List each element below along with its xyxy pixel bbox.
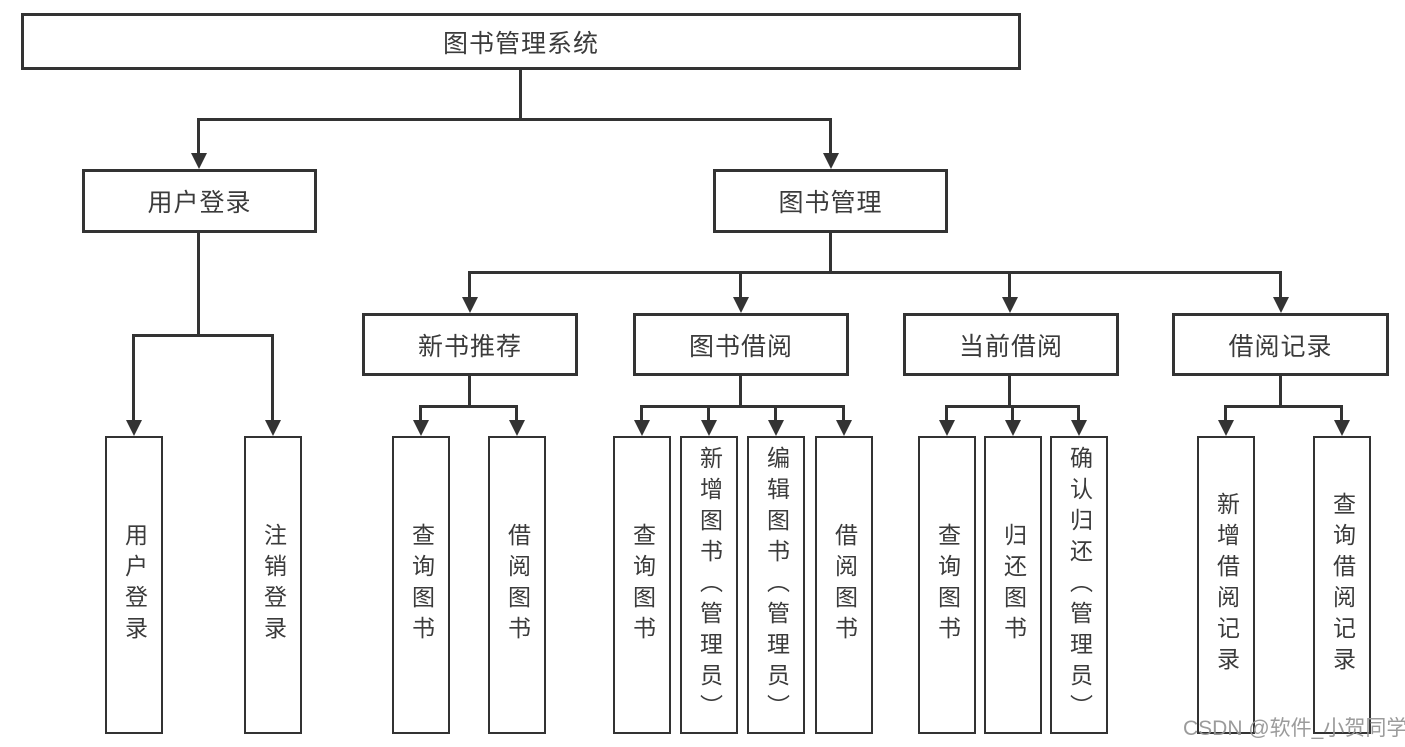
arrow-down-icon [1334,420,1350,436]
leaf-query-borrow-record: 查询借阅记录 [1313,436,1371,734]
node-label: 图书管理 [778,189,883,217]
arrow-down-icon [1273,297,1289,313]
connector-to-borrow-records [1279,271,1282,299]
leaf-label: 借阅图书 [831,523,858,647]
node-new-book-recommendation: 新书推荐 [362,313,578,376]
leaf-borrow-books-borrowing: 借阅图书 [815,436,873,734]
connector-stem [1340,405,1343,422]
connector-root-vertical [519,70,522,120]
connector-to-book-management [829,118,832,154]
watermark: CSDN @软件_小贺同学 [1183,717,1405,740]
connector-stem [1224,405,1227,422]
leaf-logout-login: 注销登录 [244,436,302,734]
node-label: 用户登录 [147,189,252,217]
leaf-label: 新增图书（管理员） [696,445,723,725]
connector-to-leaf-user-login [132,334,135,422]
node-borrowing-records: 借阅记录 [1172,313,1389,376]
leaf-label: 新增借阅记录 [1213,492,1240,678]
arrow-down-icon [768,420,784,436]
node-user-login: 用户登录 [82,169,317,233]
arrow-down-icon [733,297,749,313]
connector-to-leaf-logout [271,334,274,422]
connector-stem [842,405,845,422]
node-library-management-system: 图书管理系统 [21,13,1021,70]
arrow-down-icon [1002,297,1018,313]
connector-newbook-horizontal [419,405,518,408]
leaf-label: 查询图书 [408,523,435,647]
connector-stem [945,405,948,422]
connector-stem [419,405,422,422]
leaf-confirm-return-admin: 确认归还（管理员） [1050,436,1108,734]
arrow-down-icon [823,153,839,169]
connector-stem [515,405,518,422]
connector-book-mgmt-horizontal [468,271,1282,274]
connector-user-login-horizontal [132,334,274,337]
leaf-label: 用户登录 [121,523,148,647]
arrow-down-icon [265,420,281,436]
connector-root-horizontal [197,118,832,121]
leaf-label: 归还图书 [1000,523,1027,647]
node-book-management: 图书管理 [713,169,948,233]
leaf-query-books-recommend: 查询图书 [392,436,450,734]
connector-to-book-borrow [739,271,742,299]
connector-newbook-vertical [468,376,471,407]
leaf-add-books-admin: 新增图书（管理员） [680,436,738,734]
connector-stem [640,405,643,422]
arrow-down-icon [634,420,650,436]
leaf-label: 查询借阅记录 [1329,492,1356,678]
arrow-down-icon [1071,420,1087,436]
connector-to-current-borrow [1008,271,1011,299]
leaf-label: 查询图书 [934,523,961,647]
node-label: 新书推荐 [417,332,522,361]
leaf-borrow-books-recommend: 借阅图书 [488,436,546,734]
connector-user-login-vertical [197,233,200,336]
leaf-query-books-borrowing: 查询图书 [613,436,671,734]
arrow-down-icon [462,297,478,313]
leaf-edit-books-admin: 编辑图书（管理员） [747,436,805,734]
arrow-down-icon [413,420,429,436]
leaf-label: 注销登录 [260,523,287,647]
leaf-query-books-current: 查询图书 [918,436,976,734]
node-label: 借阅记录 [1228,332,1333,361]
connector-bookborrow-horizontal [640,405,845,408]
node-label: 图书借阅 [688,332,793,361]
arrow-down-icon [126,420,142,436]
connector-stem [707,405,710,422]
connector-stem [774,405,777,422]
arrow-down-icon [1218,420,1234,436]
arrow-down-icon [509,420,525,436]
node-label: 当前借阅 [958,332,1063,361]
node-current-borrowing: 当前借阅 [903,313,1119,376]
arrow-down-icon [701,420,717,436]
connector-stem [1011,405,1014,422]
leaf-return-books: 归还图书 [984,436,1042,734]
leaf-add-borrow-record: 新增借阅记录 [1197,436,1255,734]
node-label: 图书管理系统 [442,29,599,58]
connector-bookborrow-vertical [739,376,742,407]
connector-records-vertical [1279,376,1282,407]
connector-currentborrow-vertical [1008,376,1011,407]
connector-book-mgmt-vertical [829,233,832,273]
arrow-down-icon [836,420,852,436]
connector-to-new-book [468,271,471,299]
connector-to-user-login [197,118,200,154]
connector-records-horizontal [1224,405,1343,408]
node-book-borrowing: 图书借阅 [633,313,849,376]
leaf-label: 借阅图书 [504,523,531,647]
leaf-label: 编辑图书（管理员） [763,445,790,725]
arrow-down-icon [1005,420,1021,436]
leaf-user-login: 用户登录 [105,436,163,734]
connector-stem [1077,405,1080,422]
arrow-down-icon [191,153,207,169]
arrow-down-icon [939,420,955,436]
leaf-label: 查询图书 [629,523,656,647]
leaf-label: 确认归还（管理员） [1066,445,1093,725]
